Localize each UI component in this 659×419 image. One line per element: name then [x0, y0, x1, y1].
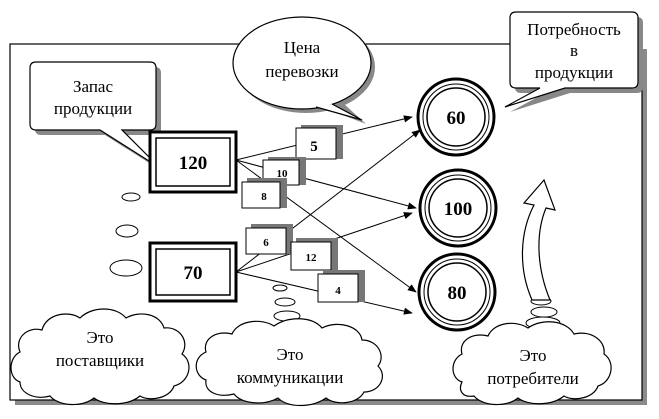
consumer-value-1: 60 [447, 108, 466, 129]
price-bubble-line-2: перевозки [265, 62, 338, 81]
stock-bubble: Запас продукции [29, 61, 165, 173]
cloud-communications-line-1: Это [277, 345, 304, 364]
demand-bubble: Потребность в продукции [504, 11, 643, 112]
consumer-value-2: 100 [444, 199, 473, 220]
demand-bubble-line-3: продукции [535, 63, 613, 82]
cloud-communications: Это коммуникации [195, 318, 383, 407]
thought-bubbles-left [109, 192, 143, 277]
cost-card-4: 6 [245, 224, 293, 255]
demand-bubble-line-1: Потребность [527, 20, 621, 39]
cloud-suppliers-line-2: поставщики [56, 351, 144, 370]
cost-card-1: 5 [295, 125, 343, 160]
supplier-value-2: 70 [184, 263, 203, 284]
supplier-box-1: 120 [148, 130, 238, 194]
supplier-value-1: 120 [179, 153, 208, 174]
consumer-circle-3: 80 [417, 252, 497, 332]
cloud-consumers-line-2: потребители [487, 369, 578, 388]
cloud-consumers-line-1: Это [520, 346, 547, 365]
consumer-value-3: 80 [448, 283, 467, 304]
cost-value-2: 10 [277, 168, 289, 180]
consumer-circle-2: 100 [418, 168, 498, 248]
cost-card-6: 4 [317, 270, 365, 303]
cloud-suppliers-line-1: Это [87, 328, 114, 347]
cloud-suppliers: Это поставщики [10, 308, 190, 406]
thought-bubbles-middle [272, 284, 301, 322]
supplier-box-2: 70 [148, 241, 238, 303]
cost-card-3: 8 [241, 178, 287, 209]
stock-bubble-line-2: продукции [54, 99, 132, 118]
cost-value-3: 8 [261, 191, 267, 203]
demand-bubble-line-2: в [570, 41, 578, 60]
cost-value-5: 12 [306, 252, 318, 264]
price-bubble: Цена перевозки [232, 16, 375, 124]
cost-value-4: 6 [263, 237, 269, 249]
stock-bubble-line-1: Запас [73, 77, 113, 96]
cloud-communications-line-2: коммуникации [237, 368, 344, 387]
price-bubble-line-1: Цена [284, 38, 321, 57]
curved-arrow-up [521, 178, 556, 301]
cloud-consumers: Это потребители [452, 321, 612, 406]
consumer-circle-1: 60 [416, 77, 496, 157]
cost-value-6: 4 [335, 285, 341, 297]
cost-value-1: 5 [310, 139, 318, 155]
cost-card-5: 12 [290, 238, 338, 271]
